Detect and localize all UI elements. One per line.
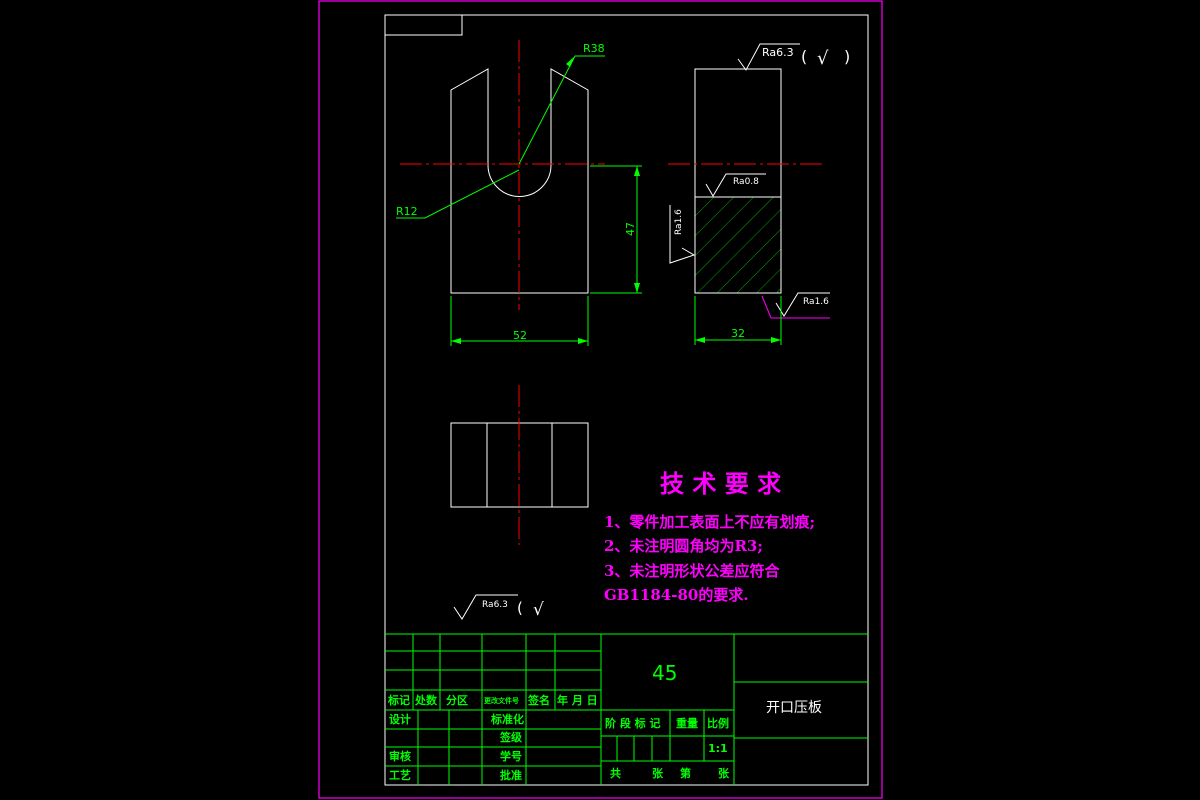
dept-label: 学号: [500, 749, 522, 763]
ra16-right-label: Ra1.6: [803, 297, 829, 307]
technical-requirements: 技 术 要 求 1、零件加工表面上不应有划痕; 2、未注明圆角均为R3; 3、未…: [604, 469, 815, 604]
dim32-arrow-left: [695, 337, 705, 343]
r12-leader: [396, 169, 520, 219]
rev-count: 处数: [414, 693, 438, 707]
top-roughness-symbol: [737, 43, 800, 71]
sheet-unit: 张: [652, 766, 664, 780]
top-roughness-label: Ra6.3: [762, 46, 794, 59]
scale-value: 1:1: [708, 742, 728, 755]
front-view: R38 R12 47 52: [396, 40, 642, 346]
front-view-outline: [450, 68, 589, 294]
rev-zone: 分区: [446, 693, 468, 707]
bottom-roughness-paren-open: (: [517, 599, 523, 617]
tech-req-line-3: 3、未注明形状公差应符合: [604, 562, 780, 580]
top-view: [450, 385, 589, 545]
bottom-roughness-check: √: [533, 600, 544, 620]
ra16-right-leader: [761, 295, 830, 319]
part-name: 开口压板: [766, 700, 822, 716]
title-block-text: 45 开口压板 标记 处数 分区 更改文件号 签名 年 月 日 设计 标准化 签…: [387, 661, 822, 782]
inner-border: [384, 14, 869, 786]
review-label: 审核: [389, 749, 411, 763]
bottom-roughness-symbol: [453, 594, 518, 620]
weight-label: 重量: [676, 716, 698, 730]
rev-sign: 签名: [527, 693, 550, 707]
ra16-left-symbol: [669, 205, 696, 264]
tech-req-line-2: 2、未注明圆角均为R3;: [604, 537, 763, 555]
dim47-arrow-bottom: [634, 283, 640, 293]
rev-date: 年 月 日: [557, 693, 598, 707]
dim47-label: 47: [624, 222, 637, 236]
r12-label: R12: [396, 205, 418, 218]
ra16-right-symbol: [775, 292, 830, 317]
design-label: 设计: [389, 712, 411, 726]
tech-req-line-4: GB1184-80的要求.: [604, 586, 749, 604]
top-roughness-paren-open: (: [801, 47, 807, 66]
dim52-label: 52: [513, 329, 527, 342]
dim32-arrow-right: [771, 337, 781, 343]
top-roughness-check: √: [817, 48, 829, 69]
dim52-arrow-left: [451, 338, 461, 344]
top-roughness-paren-close: ): [844, 47, 850, 66]
side-view: Ra6.3 ( √ ) Ra0.8 Ra1.6 Ra1.6 32: [668, 43, 850, 345]
sheet-total: 共: [610, 766, 621, 780]
tech-req-line-1: 1、零件加工表面上不应有划痕;: [604, 513, 815, 531]
ra08-label: Ra0.8: [733, 177, 759, 187]
sheet-no: 第: [680, 766, 691, 780]
scale-header: 比例: [707, 716, 729, 730]
r38-leader: [518, 55, 605, 165]
standardize-label: 标准化: [490, 712, 524, 726]
material-label: 45: [652, 661, 677, 685]
outer-frame: [318, 0, 883, 799]
bottom-roughness-label: Ra6.3: [482, 600, 508, 610]
side-view-hatch: [694, 196, 782, 294]
sign-level-label: 签级: [499, 730, 523, 744]
title-block: [385, 633, 868, 785]
r38-label: R38: [583, 42, 605, 55]
process-label: 工艺: [389, 768, 411, 782]
sheet-unit-2: 张: [718, 766, 730, 780]
ra08-symbol: [705, 173, 766, 197]
top-left-code-box: [384, 14, 463, 36]
approve-label: 批准: [500, 768, 522, 782]
r38-arrow: [566, 56, 575, 67]
rev-mark: 标记: [387, 693, 410, 707]
dim32-label: 32: [731, 327, 745, 340]
dim52-arrow-right: [578, 338, 588, 344]
rev-doc: 更改文件号: [484, 696, 519, 705]
stage-label: 阶 段 标 记: [605, 716, 661, 730]
tech-req-title: 技 术 要 求: [660, 469, 781, 498]
dim47-arrow-top: [634, 166, 640, 176]
ra16-left-label: Ra1.6: [674, 209, 684, 235]
